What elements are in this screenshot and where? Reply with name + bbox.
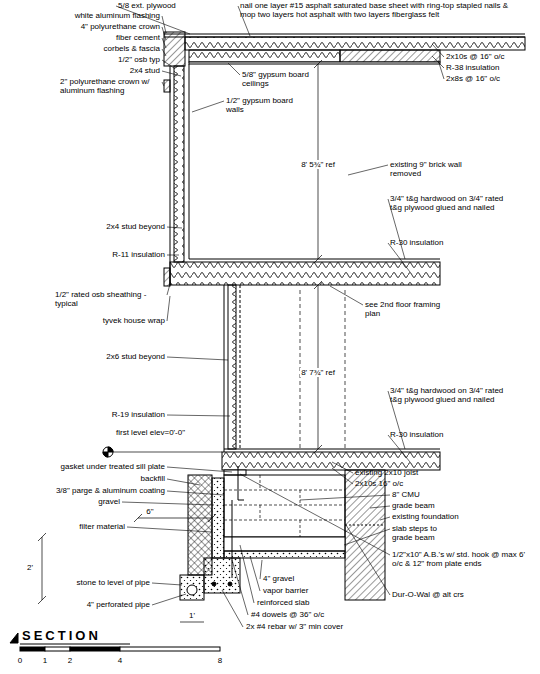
callout-label: 1/2"x10" A.B.'s w/ std. hook @ max 6' o/… — [392, 550, 532, 568]
leader-line — [167, 357, 228, 360]
callout-label: tyvek house wrap — [103, 316, 165, 325]
leader-line — [167, 415, 230, 416]
leader-line — [346, 525, 390, 595]
callout-label: Dur-O-Wal @ alt crs — [392, 590, 464, 599]
callout-label: 2" polyurethane crown w/ aluminum flashi… — [60, 77, 160, 95]
leader-line — [432, 44, 444, 57]
callout-label: 2x8s @ 16" o/c — [446, 74, 500, 83]
callout-label: 1/2" osb typ — [118, 55, 160, 64]
callout-label: 1/2" rated osb sheathing - typical — [55, 290, 165, 308]
callout-label: 3/8" parge & aluminum coating — [56, 486, 165, 495]
leader-line — [330, 286, 363, 305]
leader-line — [167, 296, 170, 321]
leader-line — [388, 435, 410, 462]
callout-label: 5/8 ext. plywood — [118, 1, 176, 10]
leader-line — [162, 60, 174, 68]
leader-line — [167, 255, 179, 256]
callout-label: 8' 7¾" ref — [300, 368, 336, 377]
callout-label: 3/4" t&g hardwood on 3/4" rated t&g plyw… — [390, 194, 515, 212]
leader-line — [167, 227, 182, 228]
leader-line — [228, 63, 240, 75]
callout-label: gasket under treated sill plate — [60, 462, 165, 471]
leader-line — [438, 60, 444, 79]
callout-label: reinforced slab — [256, 598, 310, 607]
callout-label: 8" CMU — [392, 490, 420, 499]
leader-line — [332, 462, 353, 473]
leader-line — [162, 16, 166, 33]
leader-line — [332, 468, 353, 484]
leader-line — [222, 590, 243, 627]
leader-line — [122, 502, 214, 505]
callout-label: 2x #4 rebar w/ 3" min cover — [245, 622, 344, 631]
callout-label: slab steps to grade beam — [392, 524, 452, 542]
callout-label: see 2nd floor framing plan — [365, 300, 455, 318]
callout-label: stone to level of pipe — [77, 578, 150, 587]
callout-label: 1' — [189, 611, 195, 620]
callout-label: filter material — [79, 522, 125, 531]
leader-line — [162, 38, 166, 48]
callout-label: #4 dowels @ 36" o/c — [250, 610, 325, 619]
section-title: SECTION — [22, 629, 101, 643]
callout-label: 2x10s @ 16" o/c — [446, 52, 505, 61]
callout-label: first level elev=0'-0" — [116, 428, 196, 437]
callout-label: white aluminum flashing — [75, 11, 160, 20]
scale-number: 8 — [218, 656, 222, 665]
callout-label: 3/4" t&g hardwood on 3/4" rated t&g plyw… — [390, 386, 515, 404]
callout-label: R-30 insulation — [390, 238, 443, 247]
callout-label: grade beam — [392, 501, 435, 510]
leader-line — [162, 27, 166, 40]
scale-number: 1 — [43, 656, 47, 665]
leader-line — [348, 165, 388, 175]
callout-label: R-19 insulation — [112, 410, 165, 419]
callout-label: 8' 5¾" ref — [300, 160, 336, 169]
leader-line — [300, 495, 390, 500]
leader-line — [167, 467, 232, 472]
leader-line — [370, 506, 390, 508]
callout-label: fiber cement — [116, 33, 160, 42]
callout-label: 2x4 stud beyond — [106, 222, 165, 231]
callout-label: R-11 insulation — [112, 250, 165, 259]
callout-label: 4" perforated pipe — [87, 600, 150, 609]
callout-label: 6" — [146, 507, 153, 516]
leader-line — [162, 49, 166, 56]
leader-line — [432, 56, 444, 68]
callout-label: nail one layer #15 asphalt saturated bas… — [240, 1, 525, 19]
leader-line — [167, 284, 170, 295]
leader-line — [167, 491, 224, 495]
leader-line — [127, 527, 212, 532]
scale-number: 2 — [68, 656, 72, 665]
callout-label: 2' — [26, 563, 34, 572]
scale-number: 0 — [18, 656, 22, 665]
callout-label: gravel — [98, 497, 120, 506]
callout-label: 5/8" gypsum board ceilings — [242, 70, 322, 88]
scale-number: 4 — [118, 656, 122, 665]
leader-line — [152, 583, 182, 585]
callout-label: 4" gravel — [262, 574, 295, 583]
callout-label: 2x6 stud beyond — [106, 352, 165, 361]
leader-line — [388, 243, 410, 272]
callout-label: 2x10s 16" o/c — [355, 479, 403, 488]
leader-line — [167, 479, 200, 485]
callout-label: 1/2" gypsum board walls — [226, 96, 296, 114]
callout-label: existing 2x10 joist — [355, 468, 418, 477]
callout-label: corbels & fascia — [104, 44, 160, 53]
callout-label: backfill — [141, 474, 165, 483]
leader-line — [162, 71, 181, 76]
callout-label: R-30 insulation — [390, 430, 443, 439]
callout-label: existing 9" brick wall removed — [390, 160, 490, 178]
callout-label: vapor barrier — [262, 586, 309, 595]
callout-label: 4" polyurethane crown — [81, 22, 160, 31]
leader-line — [232, 560, 248, 615]
leader-line — [380, 517, 390, 520]
callout-label: existing foundation — [392, 512, 459, 521]
leader-line — [162, 82, 164, 86]
leader-line — [250, 556, 260, 591]
leader-line — [192, 101, 224, 112]
leader-line — [152, 594, 186, 605]
callout-label: R-38 insulation — [446, 63, 499, 72]
callout-label: 2x4 stud — [130, 66, 160, 75]
